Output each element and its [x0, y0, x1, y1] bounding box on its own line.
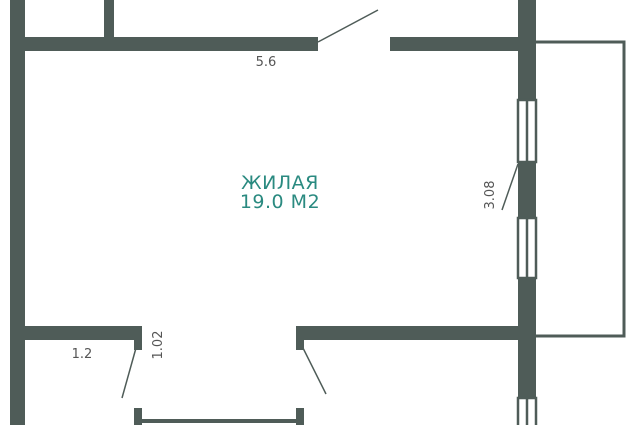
top-wall-right: [390, 37, 536, 51]
dimension-bottom-opening: 1.02: [151, 331, 166, 360]
walls: [10, 0, 536, 425]
right-wall-upper: [518, 0, 536, 100]
right-wall-middle: [518, 162, 536, 218]
window-lower: [516, 216, 538, 280]
niche-right-post: [296, 408, 304, 425]
window-upper: [516, 98, 538, 164]
right-dimension-leader: [501, 163, 519, 211]
bottom-wall-left-stub: [134, 326, 142, 350]
window-bottom: [516, 396, 538, 425]
dimension-top-wall: 5.6: [256, 55, 277, 70]
room-area: 19.0 М2: [240, 191, 320, 213]
left-wall: [10, 0, 25, 425]
balcony-outline: [536, 40, 626, 338]
bottom-wall-right: [296, 326, 536, 340]
top-wall-left: [10, 37, 318, 51]
left-door-leaf: [121, 347, 137, 399]
dimension-bottom-left: 1.2: [72, 347, 93, 362]
upper-partition: [104, 0, 114, 40]
right-door-leaf: [301, 345, 327, 395]
entry-door-leaf: [317, 9, 379, 43]
niche-left-post: [134, 408, 142, 425]
bottom-wall-right-stub: [296, 326, 304, 350]
bottom-wall-left: [10, 326, 142, 340]
dimension-right-wall: 3.08: [483, 181, 498, 210]
room-name: ЖИЛАЯ: [241, 172, 319, 194]
